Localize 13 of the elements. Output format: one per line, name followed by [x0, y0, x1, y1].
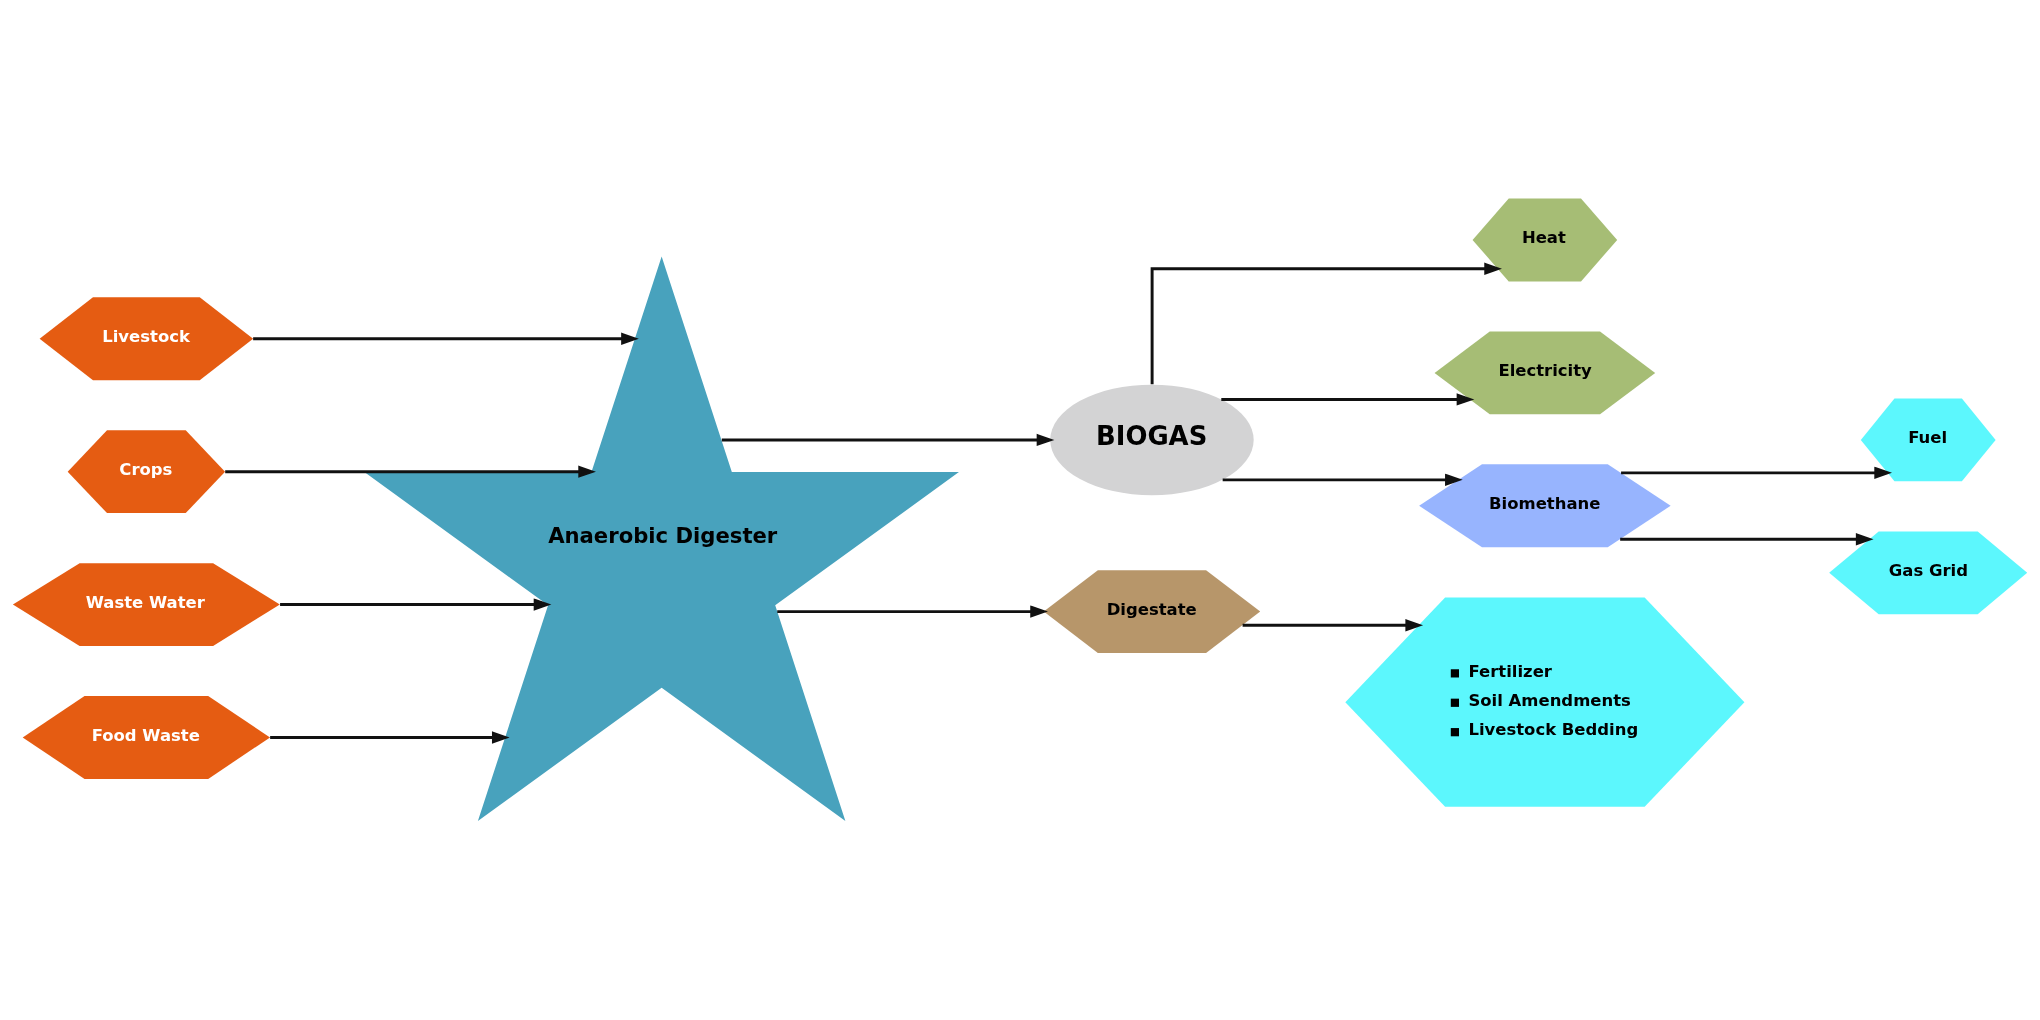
arrow [270, 731, 510, 744]
arrow [777, 605, 1048, 618]
arrow [1621, 466, 1892, 480]
arrow [1150, 262, 1502, 385]
arrow [225, 465, 596, 478]
arrow [1221, 393, 1475, 406]
arrow [1242, 619, 1424, 632]
arrow [280, 598, 552, 611]
arrow [721, 433, 1055, 447]
arrow [1620, 533, 1874, 546]
arrow [1222, 473, 1463, 487]
node-ellipse: BIOGAS [1050, 384, 1254, 496]
arrow [253, 332, 639, 345]
